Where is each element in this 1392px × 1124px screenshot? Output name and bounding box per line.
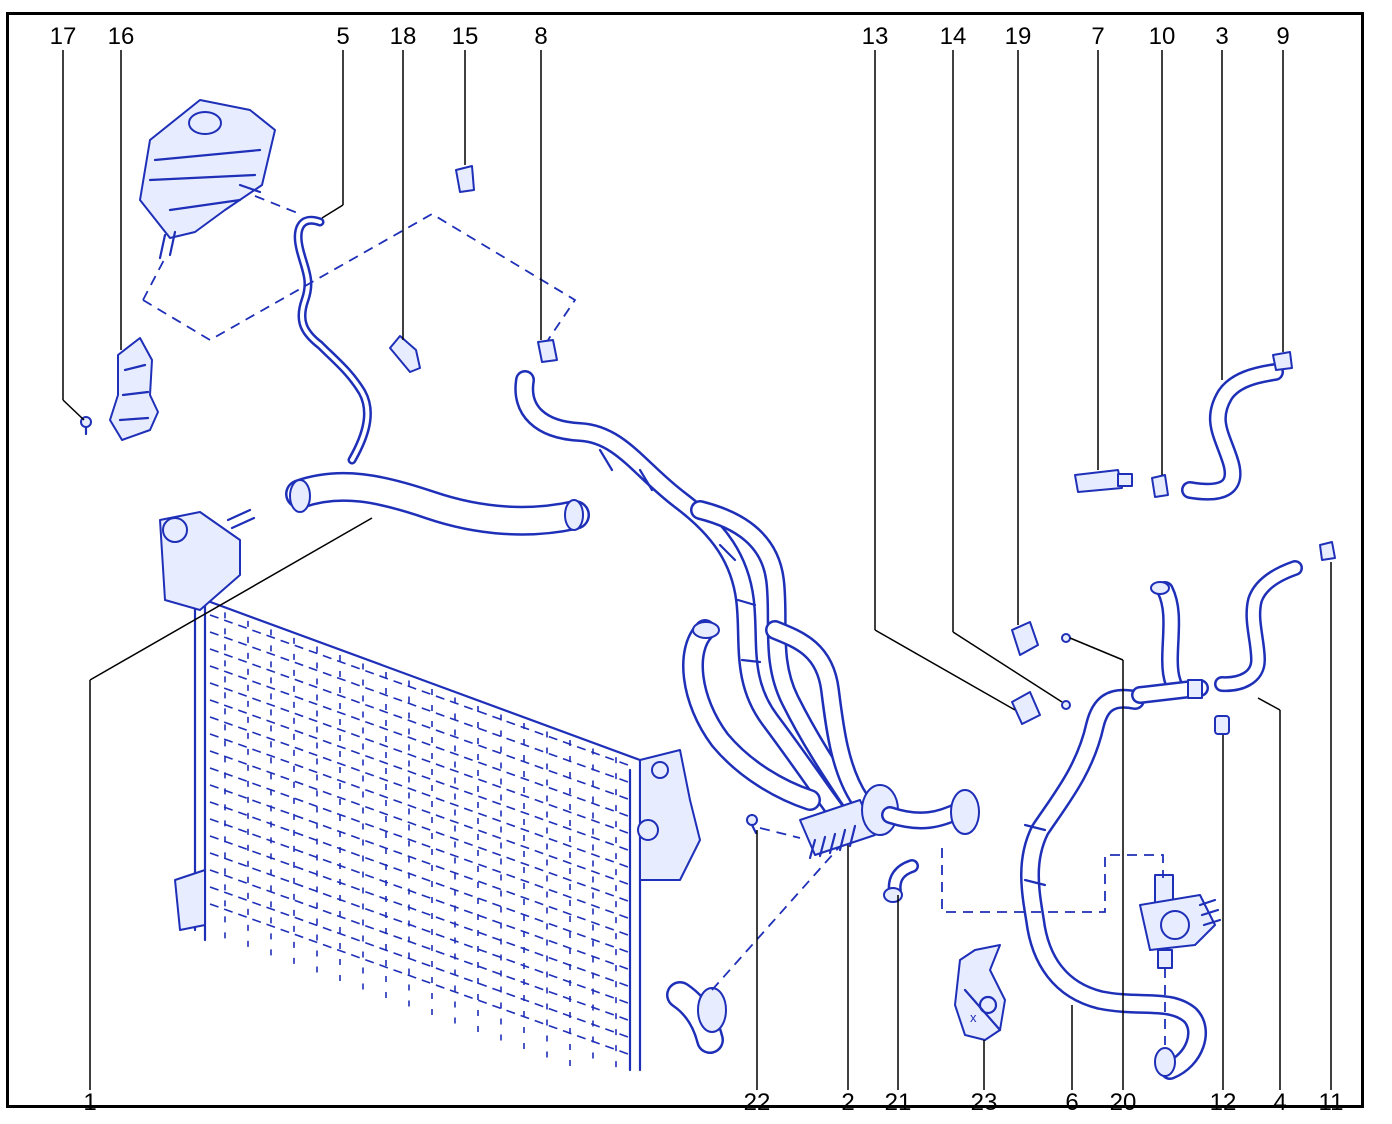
elbow-21 [883,859,919,903]
radiator-core-line [209,665,629,817]
hose-4 [1131,560,1303,704]
radiator [159,508,701,1072]
callout-16: 16 [108,23,135,50]
radiator-core-line [209,648,629,800]
callout-22: 22 [744,1089,771,1116]
bracket-13 [1011,691,1041,725]
bracket-19 [1011,621,1039,656]
degassing-hose-5 [293,215,372,465]
callout-11: 11 [1319,1089,1344,1116]
radiator-core-line [209,903,629,1055]
radiator-core-line [209,818,629,970]
dashed-link-screw [759,827,801,839]
callout-23: 23 [971,1089,998,1116]
dashed-link-tank-hose [254,195,301,215]
clip-10 [1151,474,1169,498]
radiator-core-line [209,801,629,953]
bolt-20 [1061,633,1071,643]
bracket-18 [389,335,421,373]
clip-8 [537,339,558,363]
bolt-14 [1061,700,1071,710]
radiator-core-line [209,750,629,902]
callout-21: 21 [885,1089,912,1116]
valve-assembly [1139,874,1222,969]
radiator-core-line [209,767,629,919]
clamp-9 [1272,351,1293,371]
callout-4: 4 [1273,1089,1286,1116]
radiator-core-line [209,631,629,783]
radiator-core-line [209,852,629,1004]
callout-10: 10 [1149,23,1176,50]
callout-15: 15 [452,23,479,50]
callout-9: 9 [1276,23,1289,50]
radiator-outlet [666,981,727,1054]
sensor-7 [1074,469,1133,493]
upper-radiator-hose-1 [285,471,590,536]
leader-lines [62,50,1332,1090]
tag-mark: x [970,1010,977,1025]
radiator-core-line [209,784,629,936]
dashed-link-outlet [711,834,851,991]
callout-7: 7 [1091,23,1104,50]
dashed-link-valve [941,848,1164,913]
callout-12: 12 [1210,1089,1237,1116]
radiator-core-line [209,869,629,1021]
radiator-core-line [209,886,629,1038]
callout-18: 18 [390,23,417,50]
hose-3 [1181,363,1284,501]
radiator-core-line [209,614,629,766]
tag-23: x [954,944,1006,1041]
callout-3: 3 [1215,23,1228,50]
radiator-core-line [209,716,629,868]
callout-labels: 17 16 5 18 15 8 13 14 19 7 10 3 9 1 22 2… [50,23,1344,1116]
callout-14: 14 [940,23,967,50]
radiator-core-line [209,699,629,851]
radiator-core-line [209,733,629,885]
callout-13: 13 [862,23,889,50]
callout-8: 8 [534,23,547,50]
callout-5: 5 [336,23,349,50]
callout-19: 19 [1005,23,1032,50]
radiator-core-line [209,682,629,834]
expansion-tank [139,99,276,260]
dashed-link-tank [142,257,166,301]
clip-15 [455,165,475,193]
callout-1: 1 [83,1089,96,1116]
dashed-link-upper [142,212,577,342]
callout-17: 17 [50,23,77,50]
callout-20: 20 [1110,1089,1137,1116]
tank-bracket [109,337,159,441]
screw-22 [746,814,758,835]
callout-2: 2 [841,1089,854,1116]
clamp-11 [1319,541,1336,561]
hose-6 [1020,688,1207,1080]
radiator-core-line [209,835,629,987]
callout-6: 6 [1065,1089,1078,1116]
coupling-12 [1214,715,1230,735]
hose-bundle-2 [514,370,980,860]
